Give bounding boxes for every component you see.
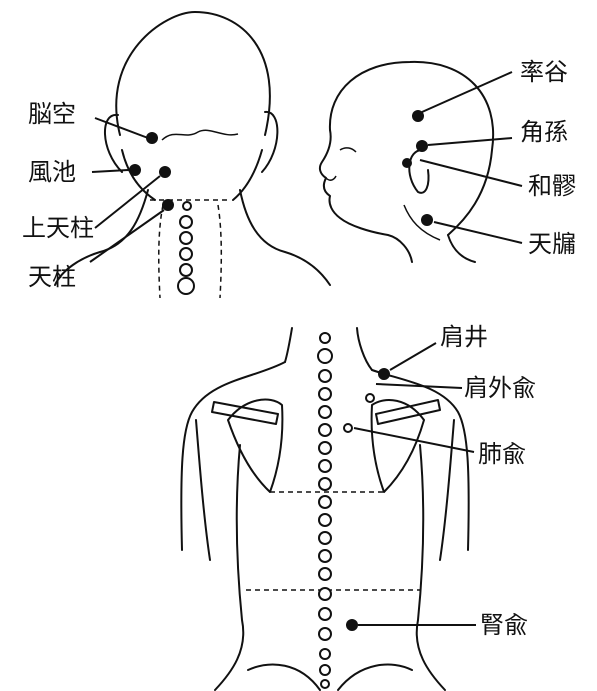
leader-jiaosun	[428, 138, 512, 145]
torso-left	[215, 445, 243, 690]
back-torso-figure: 肩井 肩外兪 肺兪 腎兪	[181, 323, 536, 690]
leader-tianzhu	[90, 210, 164, 262]
point-tianzhu	[162, 199, 174, 211]
vertebra	[319, 370, 331, 382]
neck-right-back	[357, 328, 372, 370]
vertebra	[180, 216, 192, 228]
point-tianyou	[421, 214, 433, 226]
face-profile	[320, 130, 412, 262]
muscle-line-left	[159, 205, 163, 298]
vertebra	[319, 388, 331, 400]
vertebra	[319, 608, 331, 620]
point-feishu	[344, 424, 352, 432]
arm-right-inner	[440, 420, 454, 560]
vertebra	[320, 649, 330, 659]
point-shang-tianzhu	[159, 166, 171, 178]
point-heliao	[402, 158, 412, 168]
label-jianwaishu: 肩外兪	[464, 374, 536, 402]
label-feishu: 肺兪	[478, 440, 526, 468]
spine-of-scapula-right	[376, 400, 440, 424]
label-shang-tianzhu: 上天柱	[22, 214, 94, 242]
vertebra	[319, 514, 331, 526]
vertebra	[180, 248, 192, 260]
label-heliao: 和髎	[528, 172, 576, 200]
right-ear	[262, 112, 277, 172]
side-of-head-figure: 率谷 角孫 和髎 天牖	[320, 58, 576, 262]
vertebra	[319, 532, 331, 544]
occipital-line	[162, 130, 238, 140]
vertebra	[319, 442, 331, 454]
label-naokong: 脳空	[28, 100, 76, 128]
label-shenshu: 腎兪	[480, 611, 528, 639]
vertebra	[319, 628, 331, 640]
vertebra	[183, 202, 191, 210]
vertebra	[319, 496, 331, 508]
side-head-outline	[330, 62, 493, 235]
label-jiaosun: 角孫	[520, 118, 568, 146]
point-jianjing	[378, 368, 390, 380]
vertebra	[319, 406, 331, 418]
back-of-head-figure: 脳空 風池 上天柱 天柱	[22, 12, 330, 298]
vertebra	[319, 550, 331, 562]
shoulder-left	[181, 362, 285, 550]
vertebra	[318, 349, 332, 363]
vertebra	[320, 665, 330, 675]
side-neck-back	[448, 235, 475, 262]
label-tianyou: 天牖	[528, 230, 576, 258]
vertebra	[319, 568, 331, 580]
label-shuaigu: 率谷	[520, 58, 568, 86]
arm-left-inner	[196, 420, 210, 560]
vertebra	[319, 478, 331, 490]
eye	[340, 148, 356, 152]
vertebra	[321, 680, 329, 688]
neck-right	[240, 190, 330, 285]
leader-naokong	[95, 118, 148, 138]
buttock-left	[248, 665, 320, 690]
vertebra	[320, 333, 330, 343]
leader-fengchi	[92, 170, 129, 172]
head-outline	[116, 12, 270, 135]
buttock-right	[338, 665, 412, 690]
vertebra	[319, 460, 331, 472]
vertebra	[319, 424, 331, 436]
right-jaw	[233, 150, 262, 200]
vertebra	[178, 278, 194, 294]
label-fengchi: 風池	[28, 158, 76, 186]
label-jianjing: 肩井	[440, 323, 488, 351]
side-ear	[409, 150, 428, 193]
vertebra	[180, 232, 192, 244]
label-tianzhu: 天柱	[28, 263, 76, 291]
neck-left-back	[285, 328, 292, 362]
point-jiaosun	[416, 140, 428, 152]
nostril	[326, 176, 336, 180]
torso-right	[417, 445, 445, 690]
leader-heliao	[420, 160, 522, 186]
leader-tianyou	[434, 222, 522, 243]
point-fengchi	[129, 164, 141, 176]
point-jianwaishu	[366, 394, 374, 402]
leader-jianjing	[390, 343, 436, 370]
point-shenshu	[346, 619, 358, 631]
vertebra	[180, 264, 192, 276]
muscle-line-right	[218, 205, 221, 298]
vertebra	[319, 588, 331, 600]
